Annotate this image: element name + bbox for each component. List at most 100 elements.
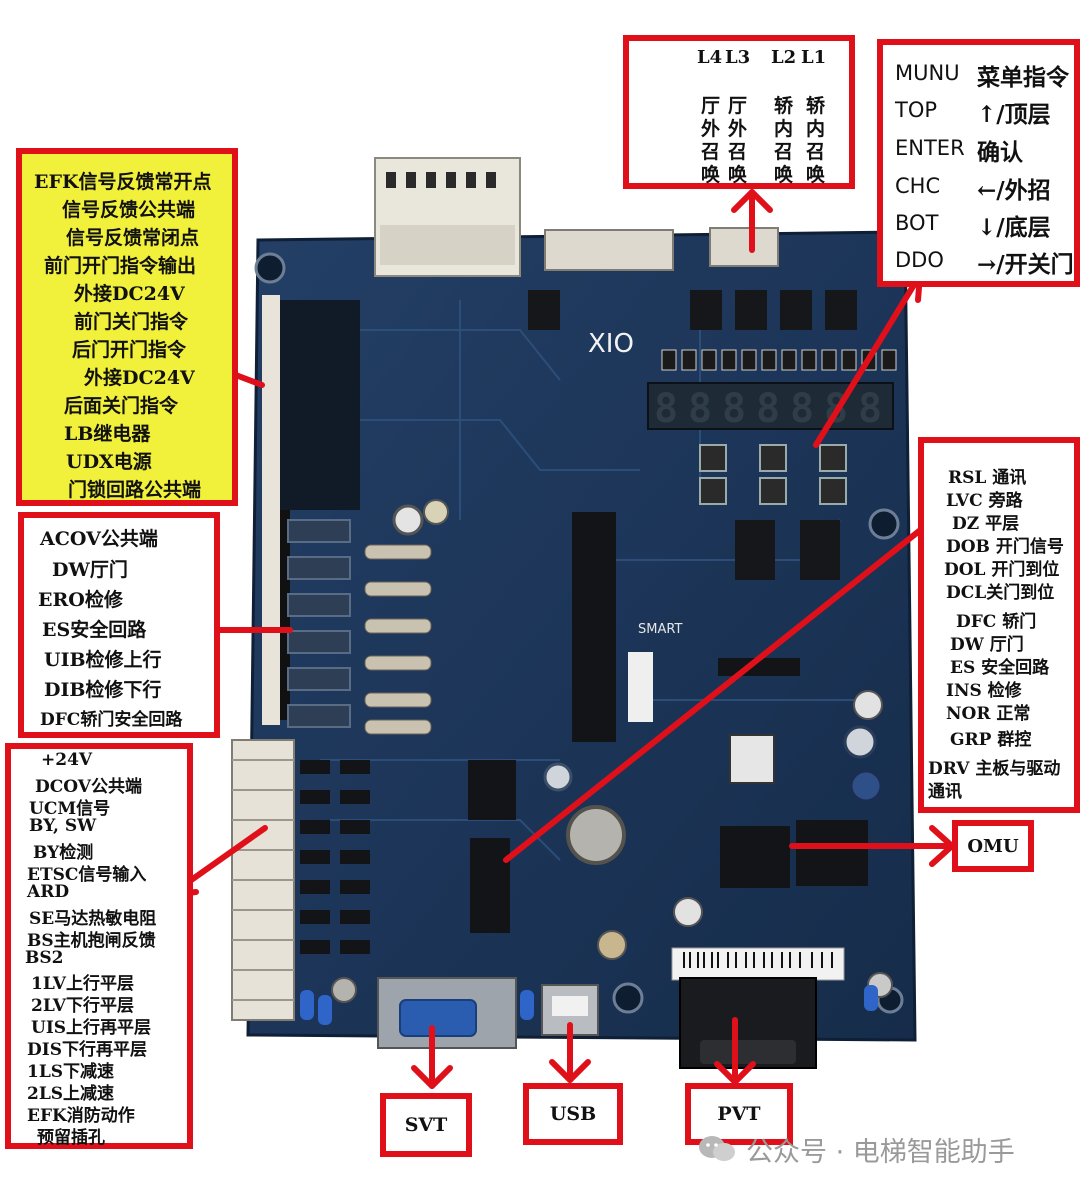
panel-line: DCOV公共端 [35, 777, 142, 797]
led-row [661, 349, 897, 371]
menu-desc: 确认 [977, 139, 1023, 166]
svg-text:8: 8 [790, 386, 814, 432]
panel-char: 召 [774, 141, 794, 163]
panel-line: BS主机抱闸反馈 [27, 931, 156, 951]
capacitors [331, 499, 893, 1003]
panel-char: 唤 [728, 164, 748, 186]
label-pvt: PVT [685, 1083, 793, 1145]
panel-header: L3 [725, 47, 751, 68]
panel-line: 后门开门指令 [72, 339, 187, 361]
svg-text:8: 8 [688, 386, 712, 432]
panel-line: LB继电器 [64, 423, 151, 445]
watermark-text: 公众号 · 电梯智能助手 [746, 1137, 1015, 1168]
svg-text:8: 8 [722, 386, 746, 432]
panel-header: L1 [801, 47, 827, 68]
panel-line: DZ 平层 [952, 514, 1020, 534]
svg-text:8: 8 [654, 386, 678, 432]
panel-line: DOB 开门信号 [946, 537, 1064, 557]
panel-line: ES 安全回路 [950, 658, 1050, 678]
panel-char: 轿 [806, 95, 826, 117]
panel-line: NOR 正常 [946, 704, 1031, 724]
panel-line: UCM信号 [29, 799, 111, 819]
panel-char: 厅 [701, 95, 721, 117]
panel-line: 前门关门指令 [74, 311, 189, 333]
panel-line: DIB检修下行 [44, 679, 162, 701]
panel-line: +24V [41, 750, 93, 770]
panel-line: UIS上行再平层 [31, 1018, 152, 1038]
panel-line: DW厅门 [52, 559, 128, 581]
push-buttons [699, 444, 847, 505]
panel-char: 唤 [774, 164, 794, 186]
panel-line: DCL关门到位 [946, 583, 1055, 603]
panel-top-right: MUNU 菜单指令 TOP ↑/顶层 ENTER 确认 CHC ←/外招 BOT… [877, 39, 1080, 287]
panel-line: ERO检修 [38, 589, 123, 611]
panel-header: L2 [771, 47, 797, 68]
panel-line: EFK信号反馈常开点 [34, 171, 212, 193]
panel-line: EFK消防动作 [27, 1106, 135, 1126]
panel-line: 信号反馈常闭点 [66, 227, 200, 249]
panel-left-top: EFK信号反馈常开点 信号反馈公共端 信号反馈常闭点 前门开门指令输出 外接DC… [16, 148, 238, 506]
panel-right: RSL 通讯 LVC 旁路 DZ 平层 DOB 开门信号 DOL 开门到位 DC… [918, 437, 1080, 813]
panel-char: 内 [806, 118, 826, 140]
optocoupler-array [300, 760, 370, 954]
wechat-icon [699, 1136, 735, 1161]
panel-line: LVC 旁路 [946, 491, 1023, 511]
panel-char: 召 [728, 141, 748, 163]
panel-char: 外 [701, 118, 721, 140]
panel-char: 轿 [774, 95, 794, 117]
panel-header: L4 [697, 47, 723, 68]
arrow-top-right [813, 272, 923, 448]
menu-code: BOT [895, 211, 939, 235]
panel-line: 1LS下减速 [27, 1062, 115, 1082]
right-ic-2 [796, 820, 868, 886]
serial-label [671, 947, 845, 981]
panel-line: GRP 群控 [950, 730, 1032, 750]
panel-line: 预留插孔 [37, 1128, 105, 1148]
panel-line: 2LS上减速 [27, 1084, 115, 1104]
menu-code: MUNU [895, 61, 960, 85]
panel-line: BY, SW [29, 816, 97, 836]
panel-line: RSL 通讯 [948, 468, 1027, 488]
label-svt: SVT [380, 1093, 472, 1157]
menu-desc: ←/外招 [977, 177, 1051, 204]
main-ic-block [280, 300, 360, 510]
vertical-ic [572, 512, 616, 742]
copper-traces [300, 300, 860, 861]
panel-line: ARD [27, 882, 70, 902]
panel-line: 后面关门指令 [64, 395, 179, 417]
top-terminal-block [374, 157, 521, 277]
panel-line: INS 检修 [946, 681, 1022, 701]
panel-line: BY检测 [33, 843, 94, 863]
top-connector-2 [709, 227, 779, 267]
panel-line: 门锁回路公共端 [68, 479, 202, 501]
panel-line: BS2 [25, 948, 64, 968]
menu-desc: ↑/顶层 [977, 101, 1051, 128]
svt-connector [377, 977, 517, 1049]
menu-code: ENTER [895, 136, 965, 160]
panel-line: DFC轿门安全回路 [40, 710, 183, 730]
panel-left-mid: ACOV公共端 DW厅门 ERO检修 ES安全回路 UIB检修上行 DIB检修下… [18, 512, 220, 738]
arrow-right [503, 505, 951, 863]
panel-line: 信号反馈公共端 [62, 199, 196, 221]
panel-line: 2LV下行平层 [31, 996, 134, 1016]
panel-top-mid: L4 L3 L2 L1 厅 外 召 唤 厅 外 召 唤 轿 内 召 唤 轿 内 … [623, 35, 855, 189]
panel-line: 通讯 [928, 782, 962, 802]
bottom-ic-1 [468, 760, 516, 820]
panel-line: 前门开门指令输出 [44, 255, 197, 277]
panel-line: ES安全回路 [42, 619, 147, 641]
panel-line: SE马达热敏电阻 [29, 909, 157, 929]
panel-line: DIS下行再平层 [27, 1040, 147, 1060]
panel-line: DW 厅门 [950, 635, 1024, 655]
panel-char: 召 [806, 141, 826, 163]
board-brand-text: SMART [638, 622, 682, 637]
menu-desc: →/开关门 [977, 251, 1074, 278]
panel-line: UIB检修上行 [44, 649, 162, 671]
menu-code: TOP [895, 98, 938, 122]
menu-code: DDO [895, 248, 944, 272]
menu-desc: ↓/底层 [977, 214, 1051, 241]
panel-left-bottom: +24V DCOV公共端 UCM信号 BY, SW BY检测 ETSC信号输入 … [5, 743, 193, 1149]
svg-text:8: 8 [858, 386, 882, 432]
top-connector-1 [544, 229, 674, 271]
